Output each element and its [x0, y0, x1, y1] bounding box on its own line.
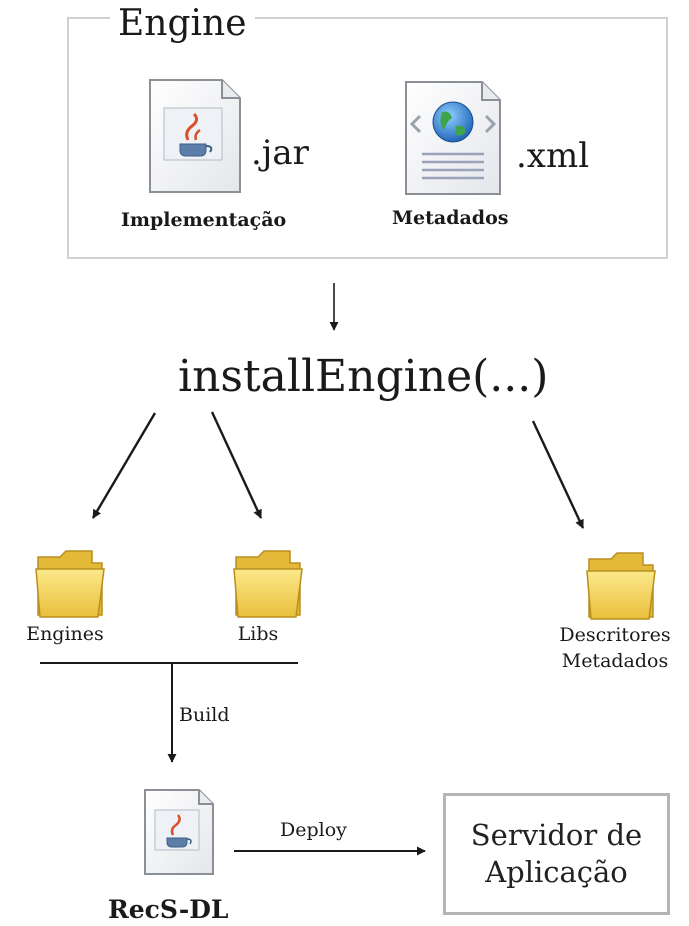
folder-label-engines: Engines	[26, 623, 104, 645]
build-label: Build	[179, 704, 230, 726]
recs-dl-caption: RecS-DL	[108, 895, 229, 924]
jar-extension-label: .jar	[251, 133, 309, 173]
metadados-caption: Metadados	[392, 207, 509, 229]
xml-extension-label: .xml	[516, 136, 590, 176]
arrow-to-libs	[210, 411, 263, 519]
implementacao-caption: Implementação	[121, 209, 287, 231]
folder-icon	[586, 552, 656, 620]
arrow-to-descritores	[531, 420, 585, 529]
folder-icon	[35, 550, 105, 618]
folder-label-descritores: Descritores Metadados	[559, 624, 671, 672]
application-server-box: Servidor de Aplicação	[443, 793, 670, 915]
deploy-label: Deploy	[280, 819, 347, 841]
folder-icon	[233, 550, 303, 618]
xml-file-icon	[405, 81, 501, 195]
java-file-icon	[144, 789, 214, 875]
arrow-to-engines	[91, 412, 157, 519]
folder-label-libs: Libs	[237, 623, 279, 645]
application-server-label: Servidor de Aplicação	[470, 818, 643, 889]
engine-title: Engine	[110, 2, 255, 46]
java-file-icon	[149, 79, 241, 193]
install-engine-method: installEngine(...)	[178, 351, 549, 402]
engine-container	[67, 17, 668, 259]
